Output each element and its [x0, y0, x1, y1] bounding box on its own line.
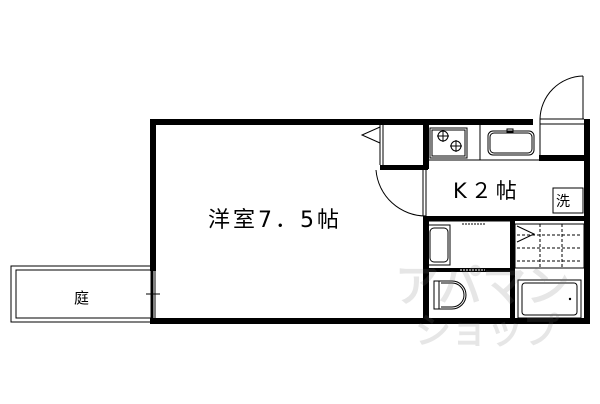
kitchen-label: K２帖 [453, 179, 521, 203]
washer-space-label: 洗 [556, 194, 570, 210]
washer-space [552, 187, 584, 214]
western-room-label: 洋室7．5帖 [208, 208, 342, 233]
washroom [427, 220, 515, 324]
western-room-walls [146, 119, 428, 324]
closet [360, 125, 428, 170]
kitchen-sink [487, 128, 535, 156]
room-door [375, 169, 427, 217]
kitchen-walls [423, 118, 590, 324]
toilet [433, 280, 467, 310]
garden-label: 庭 [74, 289, 90, 307]
shower-area [514, 223, 585, 269]
stove [429, 125, 539, 161]
entrance-door [539, 75, 584, 120]
bathtub [517, 279, 582, 319]
